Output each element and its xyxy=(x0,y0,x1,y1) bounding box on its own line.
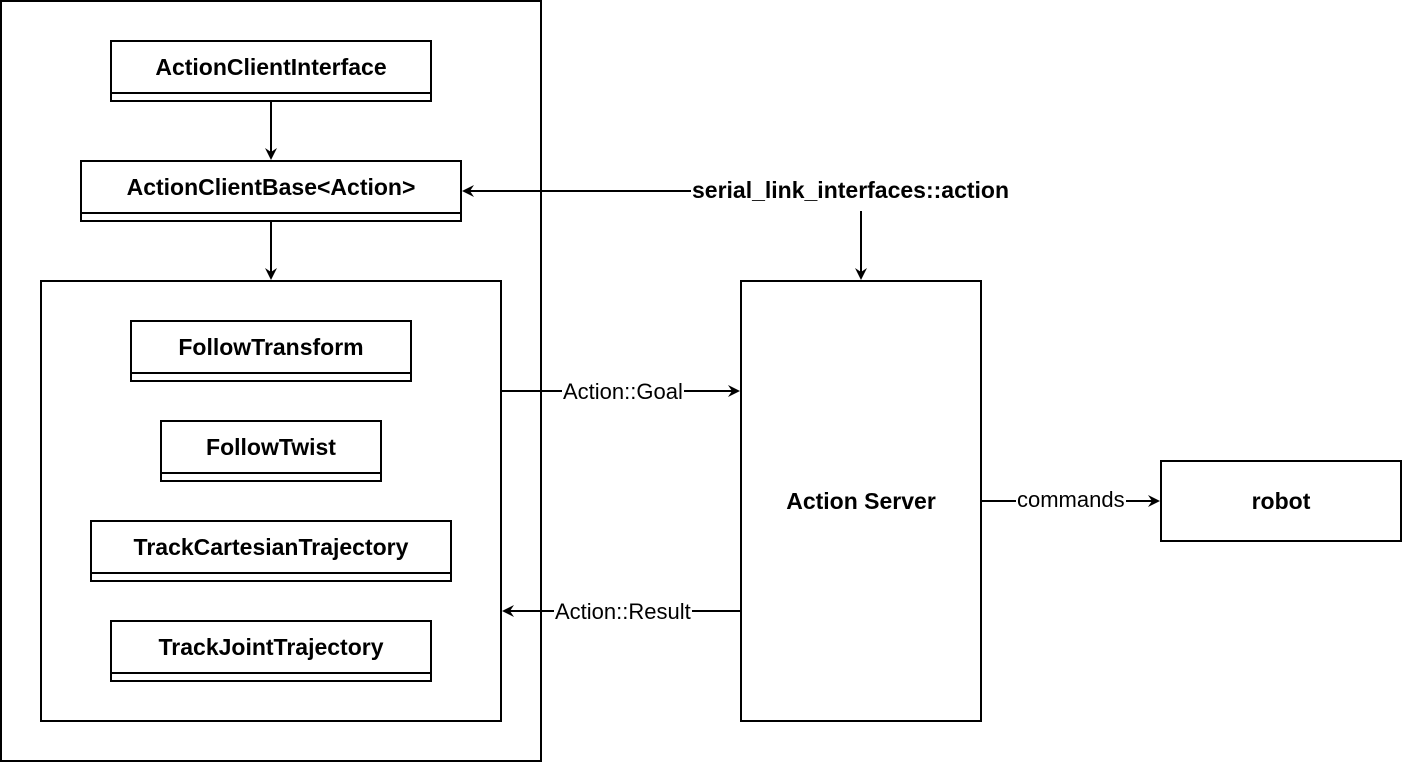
action-server-node[interactable]: Action Server xyxy=(740,280,982,722)
class-track-cartesian-trajectory[interactable]: TrackCartesianTrajectory xyxy=(90,520,452,582)
edge-label-result: Action::Result xyxy=(554,599,692,624)
class-track-joint-trajectory[interactable]: TrackJointTrajectory xyxy=(110,620,432,682)
class-follow-twist[interactable]: FollowTwist xyxy=(160,420,382,482)
edge-label-commands: commands xyxy=(1016,487,1126,512)
action-server-label: Action Server xyxy=(786,487,936,514)
class-follow-transform[interactable]: FollowTransform xyxy=(130,320,412,382)
class-name: FollowTwist xyxy=(162,422,380,474)
class-name: ActionClientInterface xyxy=(112,42,430,94)
class-name: ActionClientBase<Action> xyxy=(82,162,460,214)
class-action-client-base[interactable]: ActionClientBase<Action> xyxy=(80,160,462,222)
edge-label-goal: Action::Goal xyxy=(562,379,684,404)
class-name: FollowTransform xyxy=(132,322,410,374)
robot-node[interactable]: robot xyxy=(1160,460,1402,542)
class-name: TrackCartesianTrajectory xyxy=(92,522,450,574)
robot-label: robot xyxy=(1251,487,1311,514)
class-name: TrackJointTrajectory xyxy=(112,622,430,674)
class-action-client-interface[interactable]: ActionClientInterface xyxy=(110,40,432,102)
interfaces-label[interactable]: serial_link_interfaces::action xyxy=(692,175,1010,205)
